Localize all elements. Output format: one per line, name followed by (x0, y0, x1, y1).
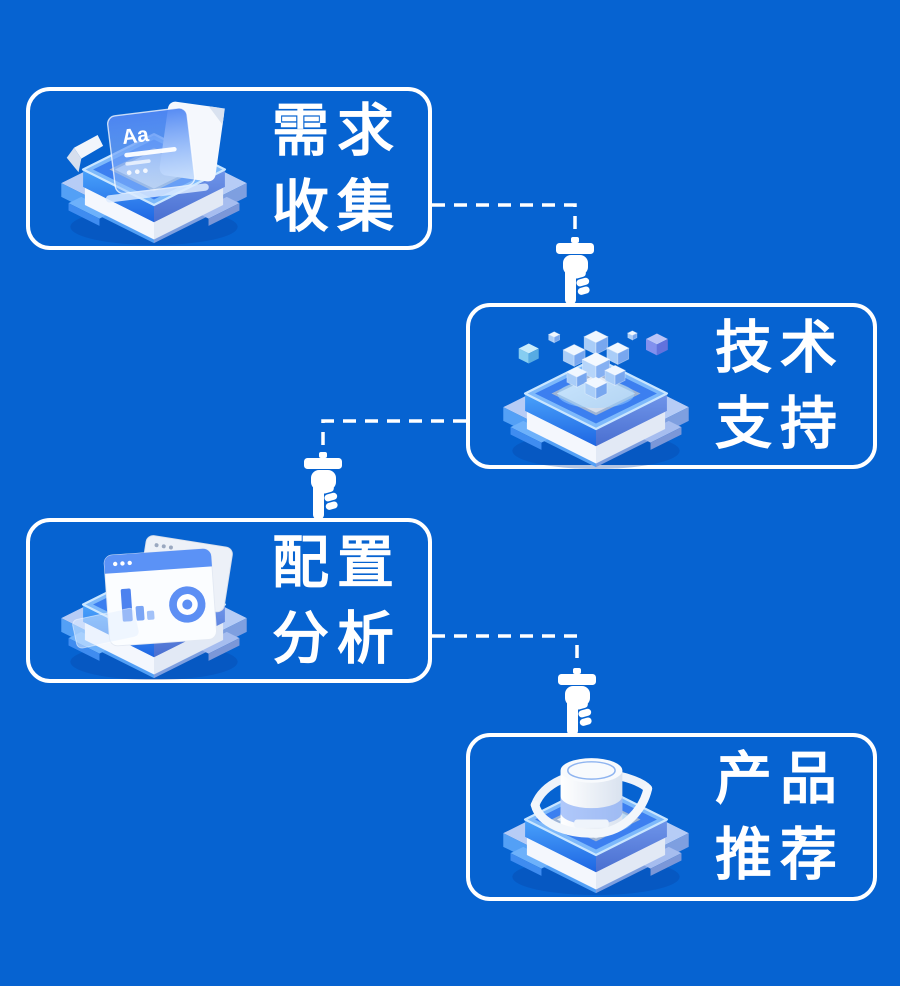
step-card-2: 技术 支持 (466, 303, 877, 469)
panel-sample-text: Aa (121, 123, 151, 149)
glass-text-panel: Aa (105, 107, 209, 203)
step-card-4: 产品 推荐 (466, 733, 877, 901)
connector-2-dashed-line (321, 419, 466, 449)
step-card-1: Aa 需求 收集 (26, 87, 432, 250)
document-text-panel-3d-icon: Aa (60, 101, 248, 245)
step-label-1: 需求 收集 (272, 91, 402, 246)
pointing-hand-icon (304, 452, 342, 520)
database-cylinder (560, 758, 623, 836)
step-label-line: 推荐 (715, 823, 845, 887)
step-label-4: 产品 推荐 (715, 737, 845, 897)
bar-chart-bar (135, 605, 145, 621)
cyan-cube (518, 343, 539, 364)
step-label-line: 分析 (272, 606, 402, 671)
bar-chart-bar (146, 610, 155, 620)
step-label-line: 产品 (715, 747, 845, 811)
cube-cluster (547, 330, 638, 400)
connector-1-dashed-line (432, 203, 577, 234)
donut-chart (169, 586, 206, 623)
orbit-ring-front (530, 784, 653, 838)
step-label-line: 配置 (272, 530, 402, 595)
paper-arrow-shape (66, 135, 104, 173)
glass-card (72, 607, 140, 649)
step-card-3: 配置 分析 (26, 518, 432, 683)
step-label-line: 支持 (715, 392, 845, 456)
building-blocks-3d-icon (502, 330, 690, 469)
step-label-line: 需求 (272, 98, 402, 163)
analytics-windows-3d-icon (60, 535, 248, 680)
step-label-3: 配置 分析 (272, 522, 402, 679)
indigo-cube (646, 333, 668, 356)
glass-band (560, 795, 623, 825)
step-label-2: 技术 支持 (715, 307, 845, 465)
pointing-hand-icon (558, 668, 596, 736)
step-label-line: 收集 (272, 174, 402, 239)
database-ring-3d-icon (502, 758, 690, 895)
pointing-hand-icon (556, 237, 594, 305)
connector-3-dashed-line (432, 634, 579, 665)
step-label-line: 技术 (715, 316, 845, 380)
